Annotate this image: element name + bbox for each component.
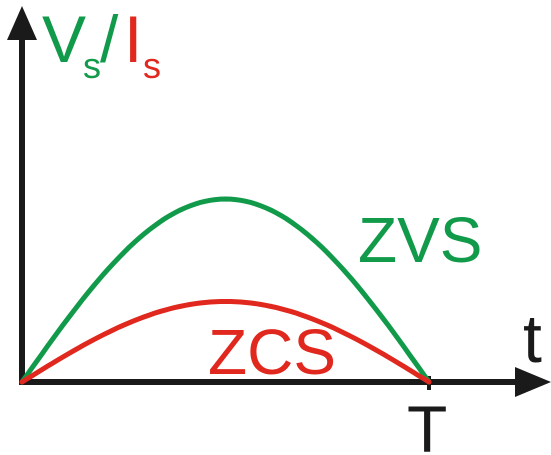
zcs-label: ZCS — [208, 316, 336, 388]
y-axis-label-slash: / — [100, 2, 119, 76]
y-axis-label-v: V — [42, 2, 86, 76]
zvs-curve — [19, 196, 432, 385]
y-axis-label-i: I — [124, 2, 142, 76]
zcs-curve — [19, 299, 432, 385]
zvs-label: ZVS — [358, 204, 482, 276]
y-axis-arrowhead — [7, 6, 37, 40]
x-axis-arrowhead — [515, 367, 551, 397]
y-axis-label-i-subscript: s — [143, 45, 161, 86]
y-axis-label-v-subscript: s — [83, 45, 101, 86]
x-axis-label: t — [523, 301, 542, 377]
period-label: T — [407, 392, 447, 455]
